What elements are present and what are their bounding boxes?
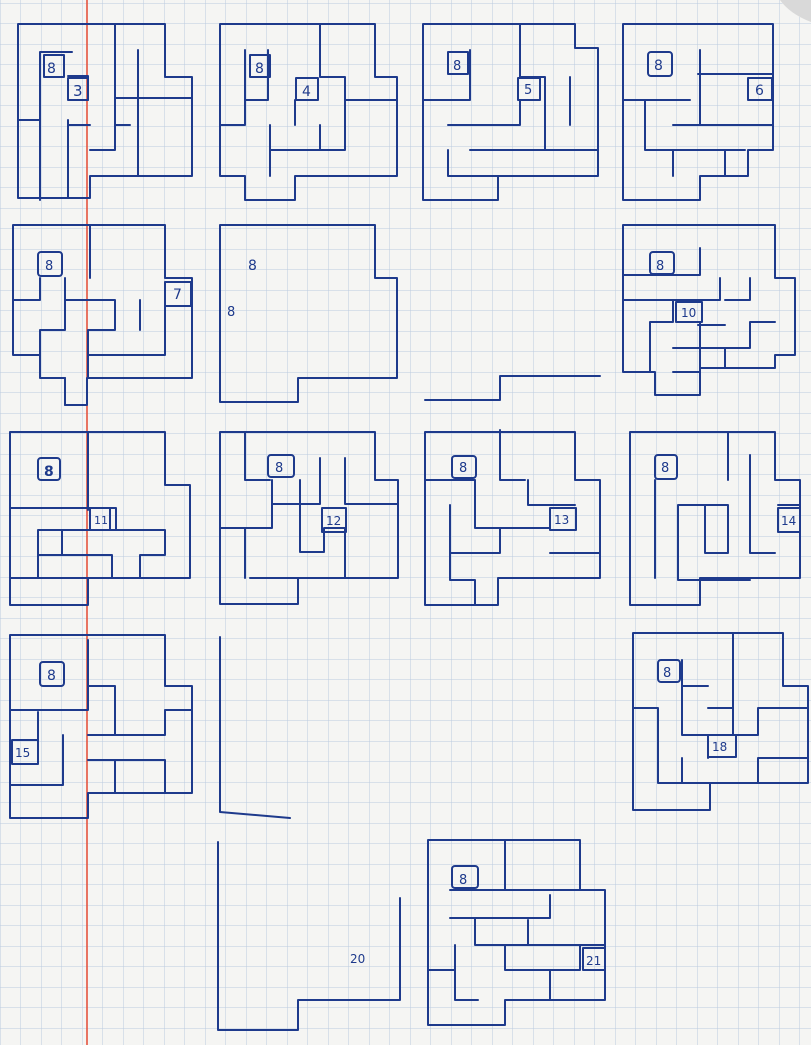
maze-diagram-7 (424, 375, 601, 401)
maze-diagram-17 (427, 839, 606, 1026)
maze-diagram-11 (424, 429, 601, 606)
maze-diagram-4 (622, 23, 774, 201)
number-d11-a: 8 (459, 461, 467, 476)
maze-drawings (9, 23, 809, 1031)
number-d6-a: 8 (248, 258, 257, 274)
maze-diagram-8 (622, 224, 796, 396)
maze-diagram-5 (12, 224, 193, 406)
number-d3-b: 5 (524, 83, 532, 98)
maze-diagram-9 (9, 431, 191, 606)
number-d14-b: 18 (712, 740, 727, 754)
number-d11-b: 13 (554, 513, 569, 527)
number-d9-b: 11 (94, 514, 108, 527)
number-d9-a: 8 (44, 464, 54, 480)
number-d12-b: 14 (781, 514, 796, 528)
number-d5-b: 7 (173, 287, 182, 303)
maze-diagram-6 (219, 224, 398, 403)
number-d6-b: 8 (227, 305, 235, 320)
maze-diagram-2 (219, 23, 398, 201)
maze-diagram-10 (219, 431, 399, 605)
number-d13-b: 15 (15, 746, 30, 760)
handwritten-numbers: 8 3 8 4 8 5 8 6 8 7 8 8 8 10 8 11 8 12 8… (15, 58, 796, 968)
number-d14-a: 8 (663, 666, 671, 681)
number-d10-a: 8 (275, 461, 283, 476)
number-d16-b: 20 (350, 952, 365, 966)
number-d8-b: 10 (681, 306, 696, 320)
number-d17-a: 8 (459, 873, 467, 888)
maze-diagram-12 (629, 431, 801, 606)
number-d8-a: 8 (656, 259, 664, 274)
maze-diagram-14 (219, 636, 291, 819)
number-d4-a: 8 (654, 58, 663, 74)
number-d17-b: 21 (586, 954, 601, 968)
number-d10-b: 12 (326, 514, 341, 528)
number-d3-a: 8 (453, 59, 461, 74)
maze-diagram-15 (632, 632, 809, 811)
maze-diagram-13 (9, 634, 193, 819)
maze-diagram-16 (217, 841, 401, 1031)
number-d1-a: 8 (47, 61, 56, 77)
maze-diagram-1 (17, 23, 193, 201)
maze-diagram-3 (422, 23, 599, 201)
number-d1-b: 3 (73, 82, 83, 100)
number-d13-a: 8 (47, 668, 56, 684)
number-d5-a: 8 (45, 259, 53, 274)
number-d2-b: 4 (302, 84, 311, 100)
number-d12-a: 8 (661, 461, 669, 476)
number-d2-a: 8 (255, 61, 264, 77)
number-d4-b: 6 (755, 83, 764, 99)
